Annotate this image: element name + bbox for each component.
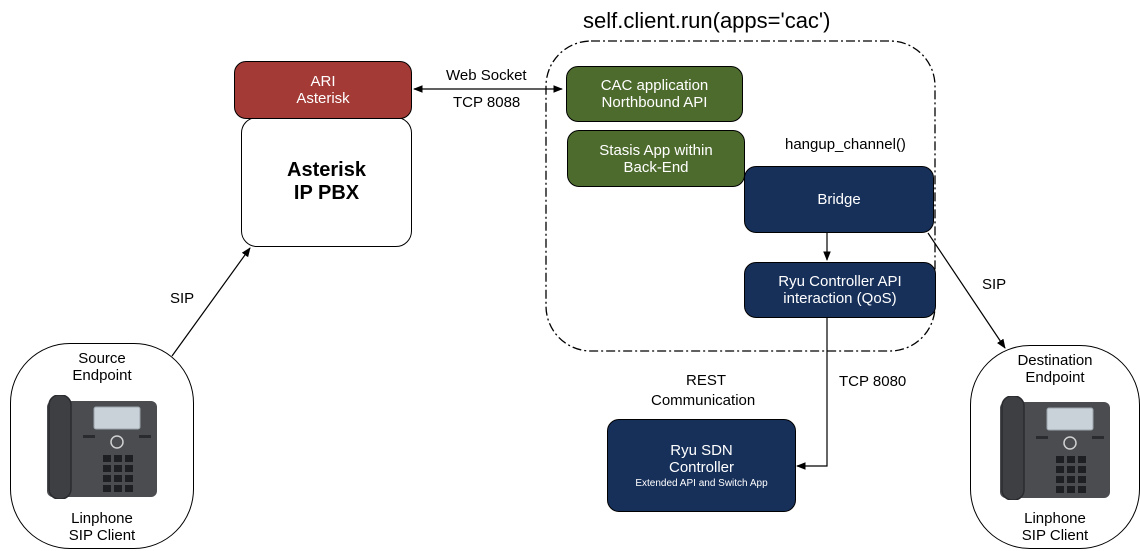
ryu-sdn-controller-box[interactable]: Ryu SDN Controller Extended API and Swit… bbox=[607, 419, 796, 512]
asterisk-title: Asterisk bbox=[287, 159, 366, 181]
ari-subtitle: Asterisk bbox=[296, 90, 350, 107]
destination-endpoint-client: Linphone SIP Client bbox=[1021, 510, 1089, 544]
destination-sip-arrow bbox=[927, 232, 1006, 349]
ari-box[interactable]: ARI Asterisk bbox=[234, 61, 412, 119]
ari-title: ARI bbox=[310, 73, 336, 90]
stasis-title: Stasis App within bbox=[599, 141, 713, 159]
websocket-label: Web Socket bbox=[446, 67, 527, 84]
diagram-title: self.client.run(apps='cac') bbox=[583, 8, 831, 33]
source-endpoint-client: Linphone SIP Client bbox=[68, 510, 136, 544]
hangup-channel-label: hangup_channel() bbox=[785, 136, 906, 153]
sip-left-label: SIP bbox=[170, 290, 195, 307]
rest-label-line2: Communication bbox=[651, 392, 756, 409]
sip-right-label: SIP bbox=[982, 276, 1007, 293]
bridge-box[interactable]: Bridge bbox=[744, 166, 934, 233]
tcp8080-label: TCP 8080 bbox=[839, 373, 907, 390]
ryu-controller-api-box[interactable]: Ryu Controller API interaction (QoS) bbox=[744, 262, 936, 318]
destination-endpoint-box[interactable]: Destination Endpoint Linphone SIP Client bbox=[970, 345, 1140, 549]
cac-title: CAC application bbox=[600, 77, 709, 94]
desk-phone-icon bbox=[47, 395, 157, 499]
cac-subtitle: Northbound API bbox=[601, 94, 708, 111]
source-sip-arrow bbox=[171, 247, 251, 357]
ryu-api-title: Ryu Controller API bbox=[778, 273, 902, 290]
cac-app-container bbox=[545, 40, 936, 352]
source-endpoint-heading: Source Endpoint bbox=[72, 350, 132, 384]
stasis-subtitle: Back-End bbox=[623, 158, 689, 176]
ryu-sdn-title: Ryu SDN bbox=[670, 442, 733, 459]
destination-endpoint-heading: Destination Endpoint bbox=[1017, 352, 1093, 386]
ryu-sdn-subtitle: Controller bbox=[668, 459, 735, 476]
cac-application-box[interactable]: CAC application Northbound API bbox=[566, 66, 743, 122]
asterisk-pbx-box[interactable]: Asterisk IP PBX bbox=[241, 117, 412, 247]
tcp8080-arrow bbox=[796, 318, 828, 470]
desk-phone-icon bbox=[1000, 396, 1110, 500]
stasis-app-box[interactable]: Stasis App within Back-End bbox=[567, 130, 745, 187]
asterisk-subtitle: IP PBX bbox=[293, 182, 360, 204]
ryu-api-subtitle: interaction (QoS) bbox=[783, 290, 897, 307]
source-endpoint-box[interactable]: Source Endpoint Linphone SIP Client bbox=[10, 343, 194, 549]
bridge-label: Bridge bbox=[817, 191, 861, 208]
rest-label-line1: REST bbox=[686, 372, 727, 389]
ryu-sdn-detail: Extended API and Switch App bbox=[635, 478, 768, 489]
tcp8088-label: TCP 8088 bbox=[453, 94, 521, 111]
